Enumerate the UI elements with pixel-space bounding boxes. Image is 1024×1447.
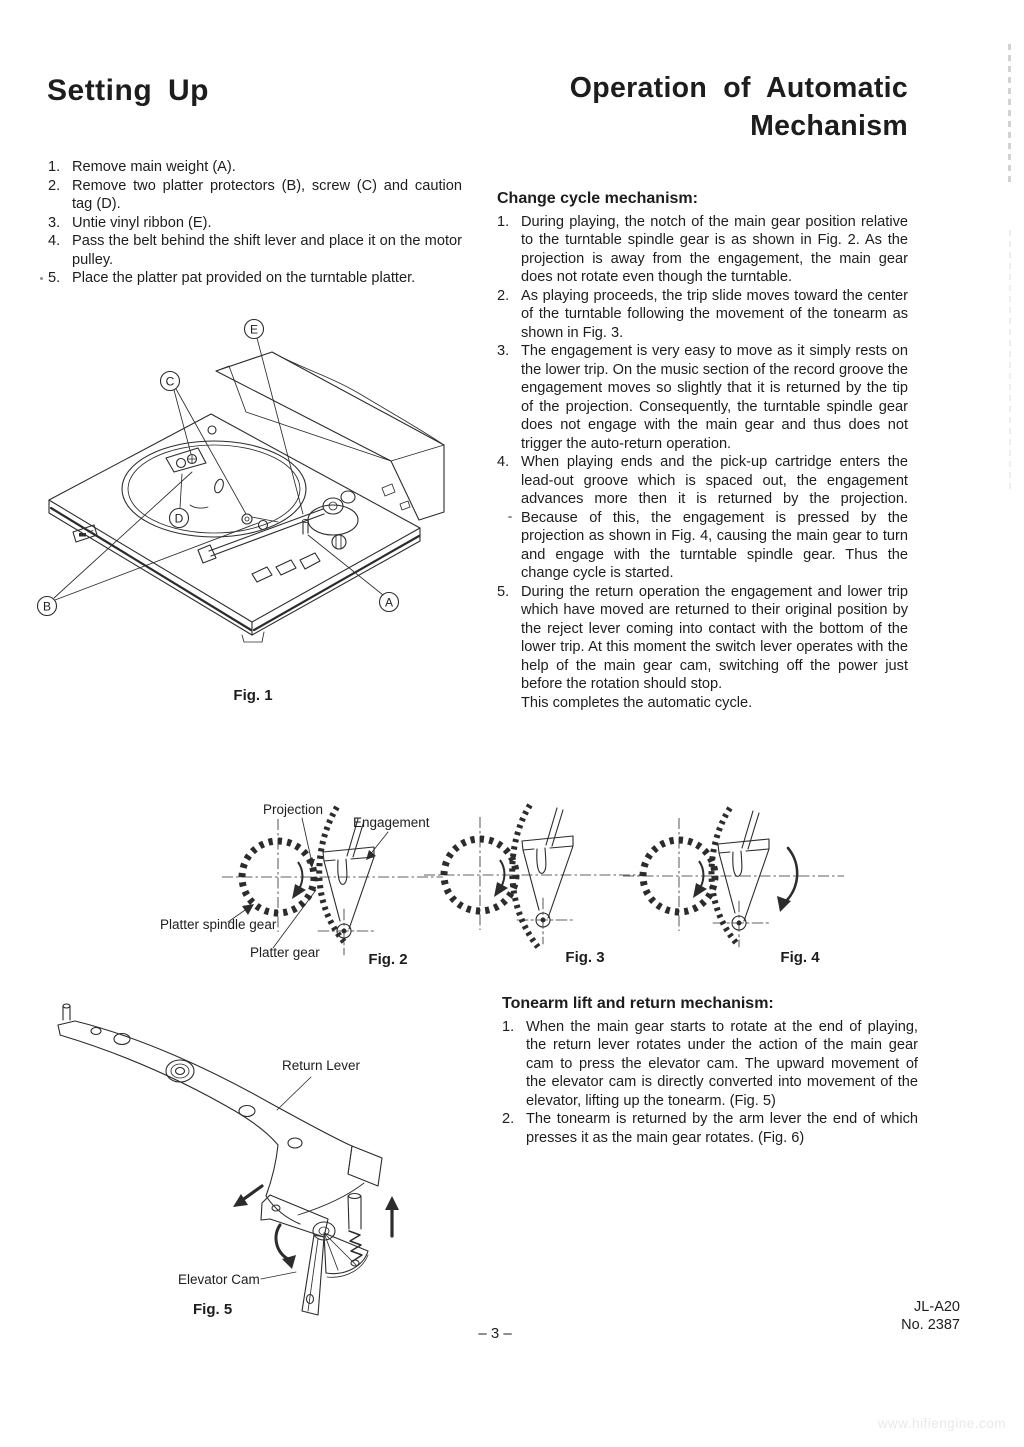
step-text: Untie vinyl ribbon (E).	[72, 214, 212, 231]
fig1-callout-B: B	[36, 595, 58, 617]
setting-up-title: Setting Up	[47, 74, 209, 107]
document-number: No. 2387	[901, 1316, 960, 1333]
tonearm-item: 2. The tonearm is returned by the arm le…	[502, 1110, 918, 1147]
item-text: As playing proceeds, the trip slide move…	[521, 287, 908, 341]
fig5-caption: Fig. 5	[193, 1301, 232, 1318]
fig1-caption: Fig. 1	[233, 687, 272, 704]
setup-step: 4. Pass the belt behind the shift lever …	[48, 232, 462, 269]
step-text: Remove two platter protectors (B), screw…	[72, 177, 462, 213]
operation-title: Operation of Automatic Mechanism	[484, 70, 908, 145]
fig2-label-projection: Projection	[263, 802, 323, 817]
scan-artifact-line	[1009, 230, 1011, 490]
item-text: The tonearm is returned by the arm lever…	[526, 1111, 918, 1146]
fig2-label-engagement: Engagement	[353, 815, 430, 830]
tonearm-section: Tonearm lift and return mechanism: 1. Wh…	[502, 995, 918, 1147]
fig1-callout-E: E	[243, 318, 265, 340]
step-text: Place the platter pat provided on the tu…	[72, 270, 416, 286]
gear-figures-strip: Projection Engagement Platter spindle ge…	[160, 802, 884, 968]
watermark: www.hifiengine.com	[877, 1416, 1006, 1431]
fig5-label-return-lever: Return Lever	[282, 1058, 361, 1073]
item-text: When the main gear starts to rotate at t…	[526, 1018, 918, 1109]
item-number: 2.	[497, 287, 510, 304]
setup-step: 1. Remove main weight (A).	[48, 158, 462, 177]
fig4-drawing: Fig. 4	[623, 806, 844, 966]
setup-step: 3. Untie vinyl ribbon (E).	[48, 214, 462, 233]
fig2-label-platter-gear: Platter gear	[250, 945, 320, 960]
fig2-drawing: Projection Engagement Platter spindle ge…	[160, 802, 443, 968]
step-number: 5.	[48, 270, 61, 286]
fig3-caption: Fig. 3	[565, 949, 604, 966]
change-cycle-item: 5. During the return operation the engag…	[497, 583, 908, 713]
fig1-callout-C: C	[159, 370, 181, 392]
change-cycle-item: 2. As playing proceeds, the trip slide m…	[497, 287, 908, 343]
fig1-callout-A: A	[378, 591, 400, 613]
item-number: 3.	[497, 343, 510, 359]
item-number: 5.	[497, 583, 510, 600]
model-number: JL-A20	[914, 1299, 960, 1315]
scan-speck	[508, 516, 512, 518]
change-cycle-item: 1. During playing, the notch of the main…	[497, 213, 908, 287]
item-text: The engagement is very easy to move as i…	[521, 343, 908, 452]
item-text: During the return operation the engageme…	[521, 583, 908, 693]
item-text-continued: This completes the automatic cycle.	[521, 694, 753, 711]
item-number: 1.	[502, 1018, 515, 1035]
step-number: 4.	[48, 233, 61, 249]
fig2-label-platter-spindle-gear: Platter spindle gear	[160, 917, 277, 932]
item-text: When playing ends and the pick-up cartri…	[521, 454, 908, 581]
fig1-turntable-drawing: E C D B A Fig. 1	[36, 318, 445, 704]
tonearm-item: 1. When the main gear starts to rotate a…	[502, 1018, 918, 1111]
scan-speck	[40, 277, 43, 280]
operation-title-line1: Operation of Automatic	[569, 72, 908, 104]
step-text: Remove main weight (A).	[72, 159, 236, 175]
setup-steps-list: 1. Remove main weight (A). 2. Remove two…	[48, 158, 462, 288]
callout-letter-d: D	[175, 512, 184, 526]
change-cycle-heading: Change cycle mechanism:	[497, 190, 698, 207]
setup-step: 5. Place the platter pat provided on the…	[48, 269, 462, 288]
fig4-caption: Fig. 4	[780, 949, 820, 966]
step-text: Pass the belt behind the shift lever and…	[72, 233, 462, 268]
callout-letter-a: A	[385, 596, 393, 610]
item-text: During playing, the notch of the main ge…	[521, 213, 908, 286]
item-number: 4.	[497, 454, 510, 470]
fig2-caption: Fig. 2	[368, 951, 407, 968]
operation-title-line2: Mechanism	[750, 109, 908, 142]
setup-step: 2. Remove two platter protectors (B), sc…	[48, 177, 462, 214]
fig3-drawing: Fig. 3	[424, 803, 645, 966]
step-number: 3.	[48, 214, 61, 231]
page-number: – 3 –	[478, 1325, 512, 1342]
model-doc-block: JL-A20 No. 2387	[901, 1299, 960, 1334]
change-cycle-item: 3. The engagement is very easy to move a…	[497, 342, 908, 453]
step-number: 2.	[48, 177, 61, 194]
change-cycle-section: Change cycle mechanism: 1. During playin…	[497, 190, 908, 712]
change-cycle-item: 4. When playing ends and the pick-up car…	[497, 453, 908, 583]
callout-letter-c: C	[166, 375, 175, 389]
tonearm-heading: Tonearm lift and return mechanism:	[502, 995, 774, 1012]
step-number: 1.	[48, 159, 61, 175]
item-number: 1.	[497, 213, 510, 230]
callout-letter-b: B	[43, 600, 51, 614]
fig1-callout-D: D	[168, 507, 190, 529]
callout-letter-e: E	[250, 323, 258, 337]
item-number: 2.	[502, 1111, 515, 1127]
fig5-label-elevator-cam: Elevator Cam	[178, 1272, 260, 1287]
fig5-return-lever-drawing: Return Lever Elevator Cam Fig. 5	[57, 1003, 399, 1318]
scan-artifact-line	[1008, 44, 1011, 186]
